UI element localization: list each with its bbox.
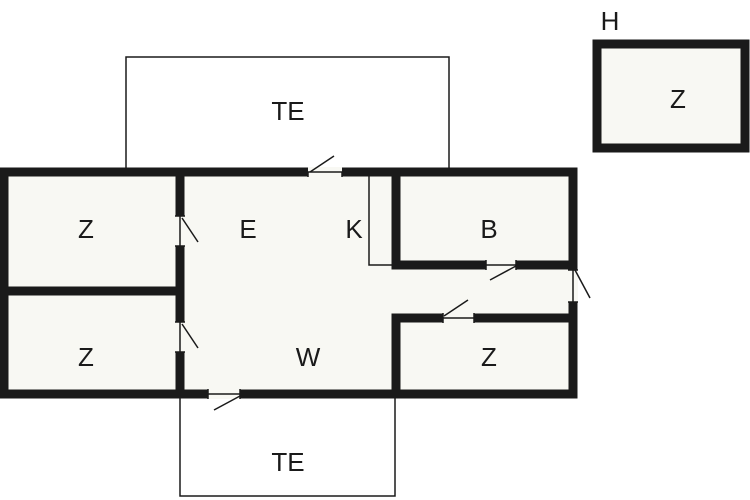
outer-walls — [0, 167, 578, 399]
bedroom-right-label: Z — [481, 342, 497, 372]
terrace-bottom-area — [179, 393, 396, 497]
bedroom-bottom-left-label: Z — [78, 342, 94, 372]
terrace-top-label: TE — [271, 96, 304, 126]
shed-label: H — [601, 6, 620, 36]
bedroom-top-left-label: Z — [78, 214, 94, 244]
bathroom-label: B — [480, 214, 497, 244]
interior-walls — [0, 167, 578, 399]
shed-room-label: Z — [670, 84, 686, 114]
shed-room — [592, 39, 750, 153]
house-floor — [4, 172, 573, 394]
door-swings — [175, 155, 591, 411]
kitchen-label: K — [345, 214, 363, 244]
kitchen-counter — [368, 176, 395, 266]
terrace-bottom-label: TE — [271, 447, 304, 477]
living-label: W — [296, 342, 321, 372]
entrance-label: E — [239, 214, 256, 244]
